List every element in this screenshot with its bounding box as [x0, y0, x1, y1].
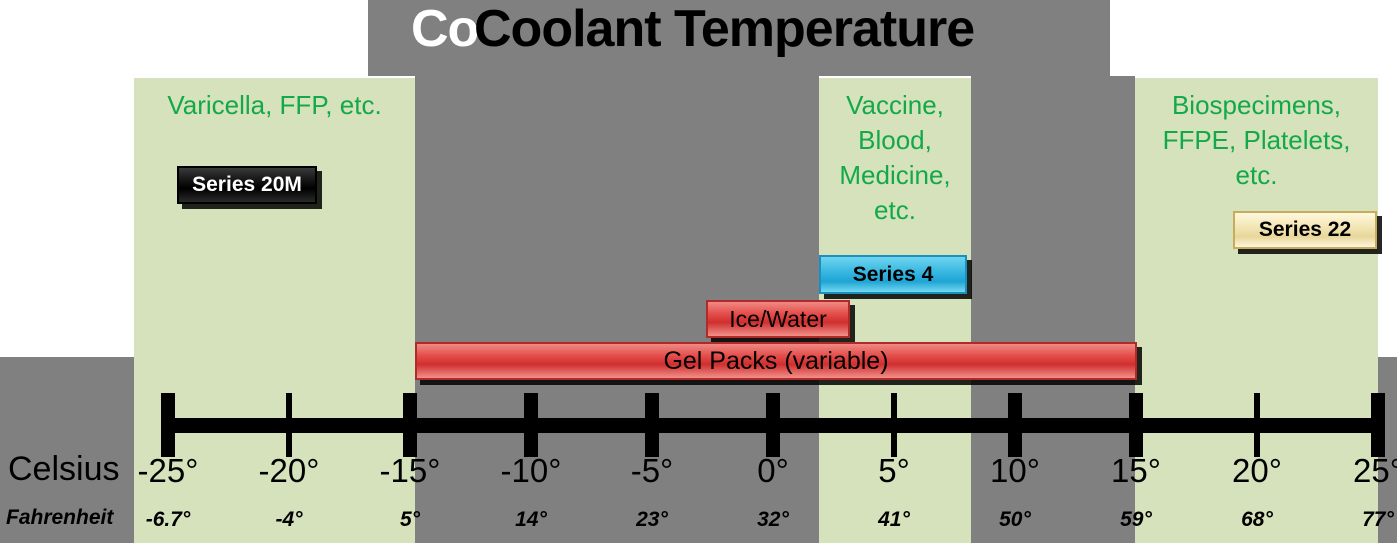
axis-tick-label-celsius: 5°	[878, 452, 910, 489]
axis-tick-label-celsius: 20°	[1232, 452, 1282, 489]
axis-tick	[1008, 393, 1022, 457]
axis-tick-label-fahrenheit: 14°	[515, 508, 547, 531]
gray-band-midright	[971, 76, 1135, 357]
bar-ice-water[interactable]: Ice/Water	[706, 300, 850, 338]
zone-band-cold-lower	[134, 357, 415, 543]
axis-tick-label-fahrenheit: 23°	[636, 508, 668, 531]
axis-tick-label-celsius: -10°	[500, 452, 562, 489]
zone-label-room: Biospecimens, FFPE, Platelets, etc.	[1162, 90, 1351, 190]
axis-tick	[1371, 393, 1385, 457]
axis-tick	[524, 393, 538, 457]
axis-tick-label-celsius: 25°	[1353, 452, 1397, 489]
bar-gel-packs[interactable]: Gel Packs (variable)	[415, 342, 1137, 380]
axis-tick-label-fahrenheit: -4°	[275, 508, 303, 531]
axis-tick-label-fahrenheit: 32°	[757, 508, 789, 531]
axis-tick-label-celsius: 15°	[1111, 452, 1161, 489]
axis-tick	[161, 393, 175, 457]
axis-tick-label-celsius: -15°	[379, 452, 441, 489]
axis-tick-label-fahrenheit: -6.7°	[145, 508, 191, 531]
axis-tick	[1129, 393, 1143, 457]
axis-tick-label-fahrenheit: 5°	[399, 508, 421, 531]
axis-tick	[645, 393, 659, 457]
badge-series-20m[interactable]: Series 20M	[177, 166, 317, 204]
title-banner-background	[368, 0, 1110, 76]
axis-tick	[891, 393, 897, 457]
axis-tick-label-celsius: -25°	[137, 452, 199, 489]
axis-tick	[286, 393, 292, 457]
chart-title-main-text: Coolant Temperature	[474, 0, 975, 58]
axis-tick-label-fahrenheit: 59°	[1120, 508, 1152, 531]
badge-series-4[interactable]: Series 4	[819, 255, 967, 294]
zone-label-cold: Varicella, FFP, etc.	[167, 90, 382, 120]
axis-tick-label-celsius: -20°	[258, 452, 320, 489]
axis-tick	[766, 393, 780, 457]
axis-tick-label-fahrenheit: 68°	[1241, 508, 1273, 531]
chart-title: Co Coolant Temperature	[0, 0, 1397, 76]
axis-tick-label-celsius: 10°	[990, 452, 1040, 489]
axis-tick-label-celsius: -5°	[630, 452, 674, 489]
badge-series-22[interactable]: Series 22	[1233, 211, 1377, 249]
axis-tick	[1254, 393, 1260, 457]
axis-tick-label-fahrenheit: 77°	[1362, 508, 1394, 531]
zone-label-fridge: Vaccine, Blood, Medicine, etc.	[839, 90, 951, 225]
axis-tick-label-fahrenheit: 50°	[999, 508, 1031, 531]
axis-row-title-celsius: Celsius	[8, 450, 120, 488]
axis-row-title-fahrenheit: Fahrenheit	[6, 506, 114, 529]
chart-title-ghost-text: Co	[411, 0, 479, 58]
axis-tick-label-celsius: 0°	[757, 452, 789, 489]
axis-tick-label-fahrenheit: 41°	[878, 508, 910, 531]
axis-tick	[403, 393, 417, 457]
